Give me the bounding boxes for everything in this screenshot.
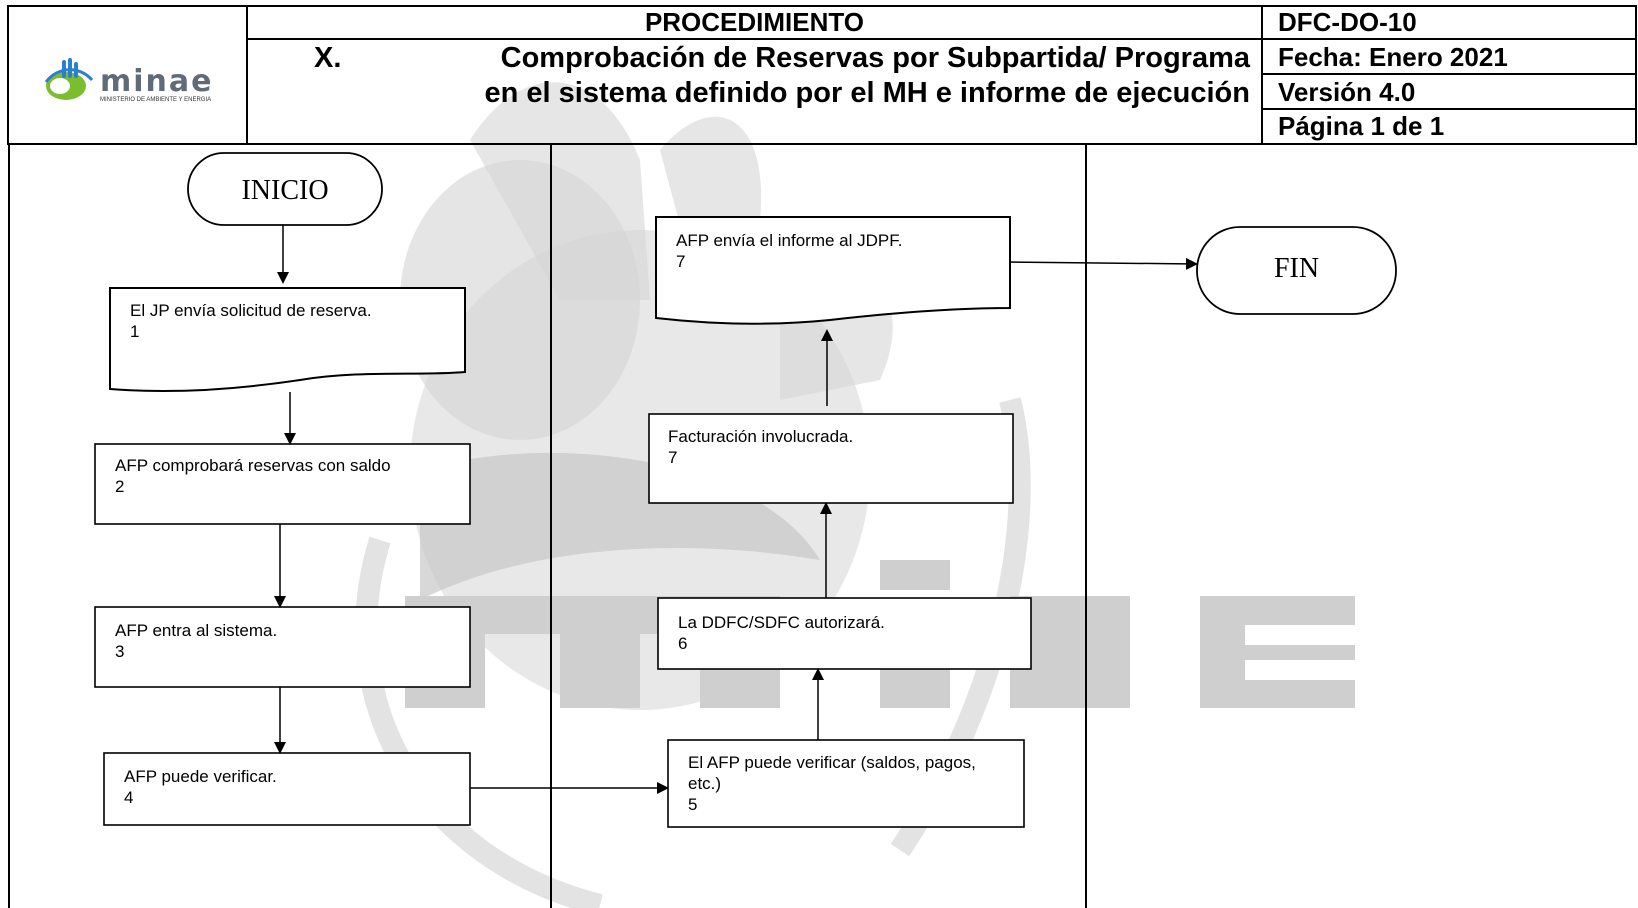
step-4-text: AFP puede verificar. 4 — [124, 766, 277, 808]
procedure-label: PROCEDIMIENTO — [644, 7, 865, 37]
step-3-number: 3 — [115, 642, 125, 661]
step-5-label-continued: etc.) — [688, 774, 722, 793]
document-date: Fecha: Enero 2021 — [1278, 42, 1508, 72]
connector-report-to-end — [1009, 257, 1198, 270]
leaf-hand-icon — [44, 58, 94, 100]
step-6-box — [657, 597, 1032, 670]
document-version: Versión 4.0 — [1278, 77, 1416, 107]
logo-brand: minae — [100, 64, 214, 99]
step-1-text: El JP envía solicitud de reserva. 1 — [130, 300, 372, 342]
step-7-report-label: AFP envía el informe al JDPF. — [676, 231, 903, 250]
step-7-document-shape — [655, 216, 1011, 325]
document-title-line2: en el sistema definido por el MH e infor… — [484, 77, 1250, 109]
step-6-label: La DDFC/SDFC autorizará. — [678, 613, 885, 632]
end-terminator — [1196, 226, 1397, 315]
document-title-line1: Comprobación de Reservas por Subpartida/… — [500, 42, 1250, 74]
document-page: Página 1 de 1 — [1278, 111, 1445, 141]
step-3-text: AFP entra al sistema. 3 — [115, 620, 277, 662]
step-5-number: 5 — [688, 795, 698, 814]
step-7-report-text: AFP envía el informe al JDPF. 7 — [676, 230, 902, 272]
step-7-text: Facturación involucrada. 7 — [668, 426, 853, 468]
step-4-number: 4 — [124, 788, 134, 807]
step-7-number: 7 — [668, 448, 678, 467]
step-3-label: AFP entra al sistema. — [115, 621, 278, 640]
step-6-text: La DDFC/SDFC autorizará. 6 — [678, 612, 885, 654]
step-2-number: 2 — [115, 477, 125, 496]
step-7-box — [648, 413, 1014, 504]
step-1-number: 1 — [130, 322, 140, 341]
step-5-text: El AFP puede verificar (saldos, pagos, e… — [688, 752, 976, 815]
step-4-label: AFP puede verificar. — [124, 767, 277, 786]
end-label: FIN — [1273, 253, 1320, 284]
step-5-box — [667, 739, 1025, 828]
start-label: INICIO — [241, 175, 329, 206]
document-code: DFC-DO-10 — [1278, 7, 1417, 37]
step-7-report-number: 7 — [676, 252, 686, 271]
header-frame — [7, 5, 1637, 145]
minae-logo: minae MINISTERIO DE AMBIENTE Y ENERGIA — [40, 56, 230, 108]
step-5-label: El AFP puede verificar (saldos, pagos, — [688, 753, 976, 772]
step-2-box — [94, 443, 471, 525]
step-7-label: Facturación involucrada. — [668, 427, 854, 446]
step-6-number: 6 — [678, 634, 688, 653]
swimlane-borders — [8, 144, 1087, 908]
step-1-document-shape — [109, 287, 466, 393]
step-1-label: El JP envía solicitud de reserva. — [130, 301, 372, 320]
section-number: X. — [314, 42, 342, 74]
step-4-box — [103, 752, 471, 826]
step-2-label: AFP comprobará reservas con saldo — [115, 456, 391, 475]
logo-tagline: MINISTERIO DE AMBIENTE Y ENERGIA — [100, 97, 212, 103]
step-3-box — [94, 606, 471, 688]
step-2-text: AFP comprobará reservas con saldo 2 — [115, 455, 391, 497]
start-terminator — [187, 152, 383, 226]
